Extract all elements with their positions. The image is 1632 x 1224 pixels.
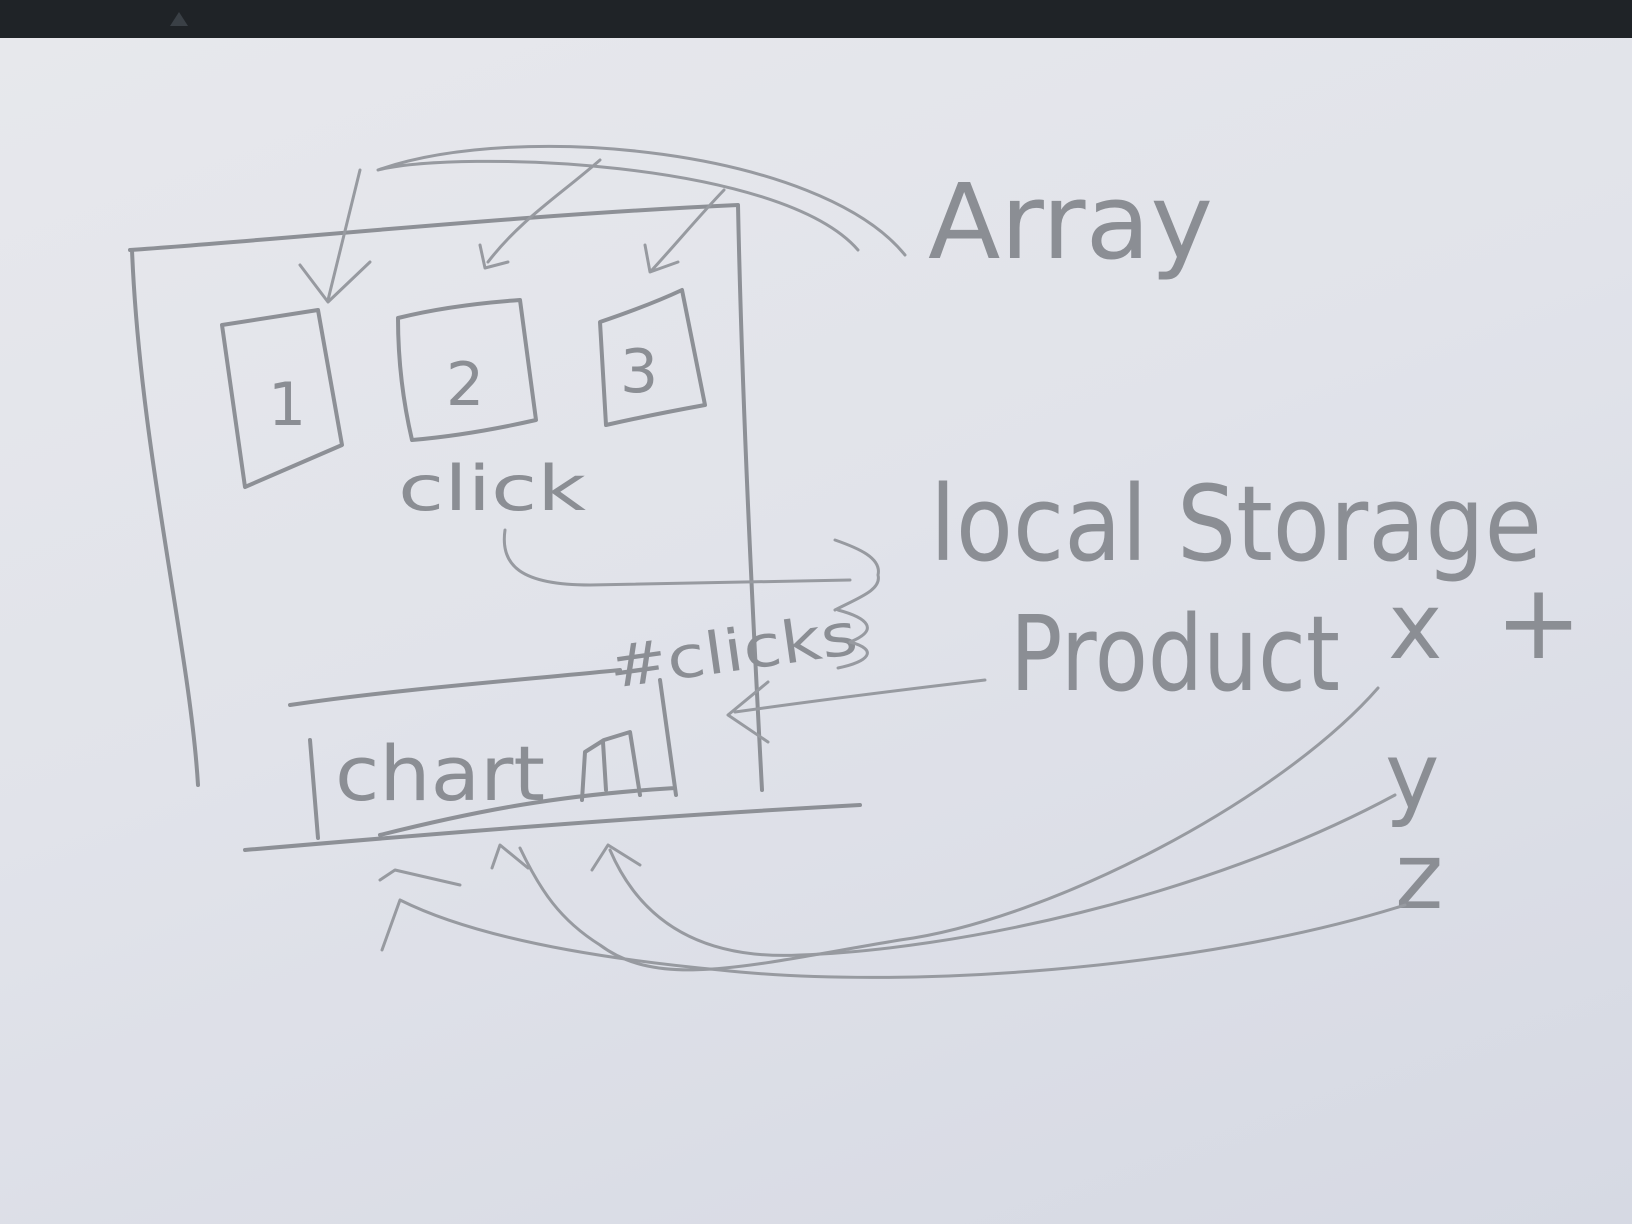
product-arrow <box>726 678 987 744</box>
plus-label: + <box>1495 561 1582 683</box>
x-label: x <box>1388 573 1442 680</box>
click-label: click <box>398 452 586 525</box>
product-box-1 <box>220 308 344 489</box>
chart-label: chart <box>335 729 545 818</box>
paper-sheet <box>0 38 1632 1224</box>
x-axis-arrow <box>490 686 1380 972</box>
chart-baseline <box>243 803 862 852</box>
page-frame <box>128 203 764 792</box>
click-connector <box>502 528 880 612</box>
box-3-label: 3 <box>620 337 658 407</box>
product-box-2 <box>396 298 538 442</box>
product-label: Product <box>1010 593 1340 715</box>
z-label: z <box>1395 823 1443 930</box>
box-2-label: 2 <box>446 350 484 420</box>
clicks-label: #clicks <box>604 600 861 702</box>
product-box-3 <box>598 288 707 427</box>
local-storage-label: local Storage <box>930 463 1542 585</box>
z-axis-arrow <box>378 868 1407 979</box>
desk-edge <box>170 12 188 26</box>
chart-mini-bar-icon <box>580 730 642 802</box>
array-label: Array <box>928 161 1213 283</box>
y-label: y <box>1385 723 1439 830</box>
clicks-brace <box>836 608 869 670</box>
y-axis-arrow <box>590 793 1397 957</box>
box-1-label: 1 <box>268 370 306 440</box>
array-arrows <box>298 144 907 304</box>
chart-frame <box>288 668 678 840</box>
